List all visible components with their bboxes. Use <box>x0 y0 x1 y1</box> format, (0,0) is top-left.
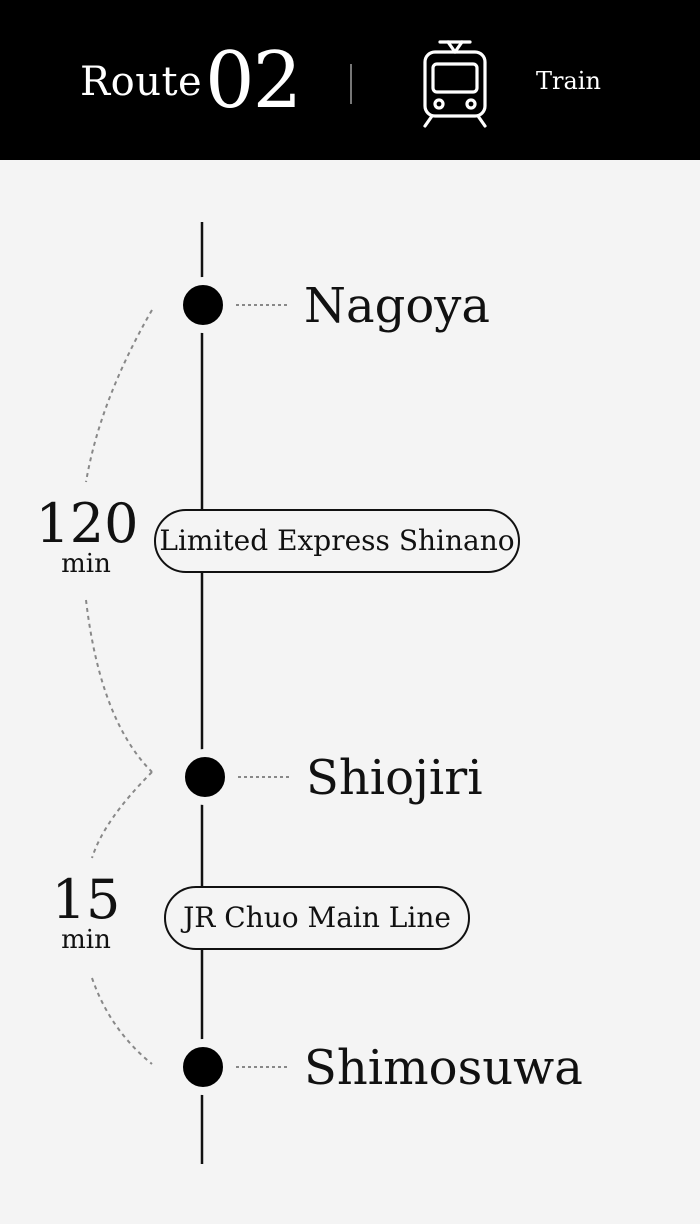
mode-label: Train <box>536 67 601 95</box>
station-dot-nagoya <box>175 277 231 333</box>
duration-value-1: 120 <box>35 492 139 555</box>
station-dot-shimosuwa <box>175 1039 231 1095</box>
station-label-shimosuwa: Shimosuwa <box>304 1040 583 1096</box>
duration-value-2: 15 <box>51 868 121 931</box>
header-divider <box>350 64 352 104</box>
route-header: Route 02 Train <box>0 0 700 160</box>
station-label-shiojiri: Shiojiri <box>306 750 483 806</box>
duration-bracket-upper-top <box>85 309 153 483</box>
line-pill-shinano: Limited Express Shinano <box>154 509 520 573</box>
line-pill-chuo: JR Chuo Main Line <box>164 886 470 950</box>
route-word: Route <box>80 59 203 105</box>
duration-unit-1: min <box>61 549 111 579</box>
duration-unit-2: min <box>61 925 111 955</box>
station-dot-shiojiri <box>177 749 233 805</box>
train-icon <box>423 40 487 128</box>
route-number: 02 <box>205 36 302 126</box>
duration-bracket-upper-bottom <box>85 599 153 773</box>
station-label-nagoya: Nagoya <box>304 278 490 334</box>
duration-bracket-lower-bottom <box>91 977 153 1065</box>
duration-bracket-lower-top <box>91 771 153 859</box>
